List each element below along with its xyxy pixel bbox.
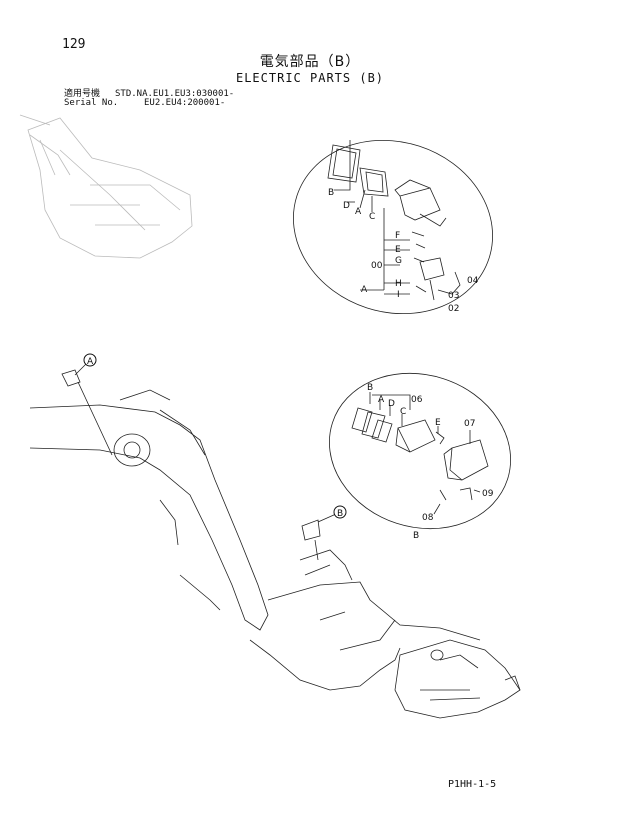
part-number: 07	[464, 419, 475, 429]
callout-b-on-machine: B	[301, 505, 347, 561]
detail-b: B B A D C E 06 07 09 08	[329, 372, 511, 541]
part-letter: B	[328, 188, 334, 198]
mounting-hardware-b	[435, 431, 473, 501]
part-number: 04	[467, 276, 479, 286]
part-number: 08	[422, 513, 434, 523]
part-number: 00	[371, 261, 383, 271]
part-letter: E	[435, 418, 441, 428]
serial-line-1: STD.NA.EU1.EU3:030001-	[115, 89, 235, 99]
detail-b-leaders	[369, 392, 481, 515]
part-letter: D	[343, 201, 350, 211]
detail-b-ref: B	[413, 531, 419, 541]
title-japanese: 電気部品（B）	[259, 54, 361, 70]
serial-line-2: EU2.EU4:200001-	[144, 98, 226, 108]
work-light-housing	[443, 439, 489, 481]
part-number: 02	[448, 304, 459, 314]
part-number: 09	[482, 489, 494, 499]
part-letter: C	[400, 407, 406, 417]
part-letter: C	[369, 212, 375, 222]
part-letter: A	[378, 395, 385, 405]
part-letter: E	[395, 245, 401, 255]
lamp-bulb	[359, 167, 389, 197]
detail-a-leaders	[334, 140, 410, 295]
footer-code: P1HH-1-5	[448, 779, 497, 790]
part-letter: H	[395, 279, 402, 289]
excavator-background-upper	[19, 114, 193, 259]
lamp-lens-frame	[327, 144, 361, 183]
part-letter: F	[395, 231, 400, 241]
mounting-hardware-a	[411, 231, 461, 301]
detail-a: A B D A C F E G	[293, 139, 493, 315]
part-number: 06	[411, 395, 423, 405]
callout-a-on-machine: A	[61, 353, 113, 456]
part-letter: B	[367, 383, 373, 393]
callout-a-label: A	[87, 357, 94, 367]
excavator-background-lower	[29, 389, 521, 719]
title-english: ELECTRIC PARTS (B)	[235, 71, 385, 85]
part-letter: D	[388, 399, 395, 409]
part-letter: A	[355, 207, 362, 217]
part-letter: I	[397, 290, 400, 300]
page-number: 129	[62, 37, 86, 52]
part-letter: G	[395, 256, 402, 266]
part-number: 03	[448, 291, 459, 301]
callout-b-label: B	[337, 509, 343, 519]
lamp-body	[394, 179, 447, 227]
serial-label-en: Serial No.	[64, 98, 119, 108]
lamp-assembly-b	[351, 407, 436, 453]
serial-label-jp: 適用号機	[64, 89, 101, 99]
